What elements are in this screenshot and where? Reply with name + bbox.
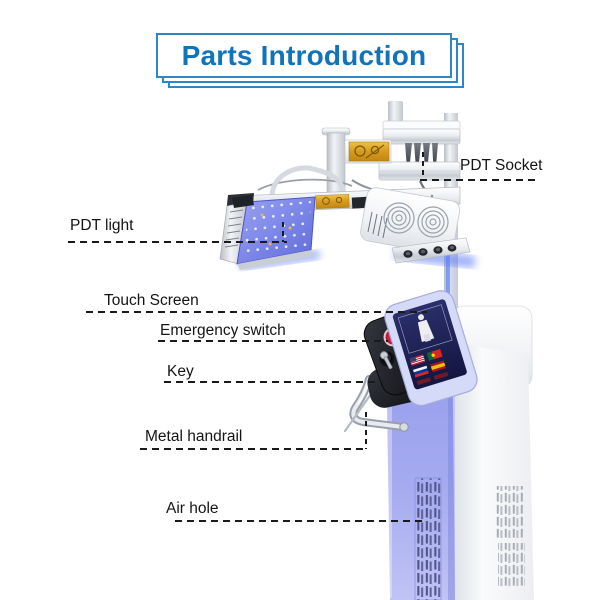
key-icon [379,351,393,370]
title-banner: Parts Introduction [156,33,452,78]
touch-screen-device [384,290,478,407]
portugal-flag-icon [426,348,443,361]
pdt-socket-arm [378,120,461,181]
label-pdt-light: PDT light [70,217,134,234]
label-air-hole: Air hole [166,500,219,517]
page-title: Parts Introduction [181,39,427,71]
usa-flag-icon [409,354,426,366]
led-panel-right [360,187,476,269]
screen-figure [417,314,435,343]
led-panel-left [219,195,321,271]
leader-lines [68,152,540,522]
warning-label-icon [315,194,350,209]
russia-flag-icon [413,365,429,378]
label-touch-screen: Touch Screen [104,292,199,309]
label-metal-handrail: Metal handrail [145,428,243,445]
metal-handrail [343,375,409,433]
fan-vent-icon [383,202,449,238]
air-vent-side [496,486,525,586]
label-key: Key [167,363,194,380]
key-lock [379,351,395,370]
warning-label-icon [348,141,390,162]
label-pdt-socket: PDT Socket [460,157,543,174]
label-emergency-switch: Emergency switch [160,322,286,339]
air-vent-front [414,477,442,600]
knob-icon [403,244,457,258]
spain-flag-icon [430,360,446,373]
